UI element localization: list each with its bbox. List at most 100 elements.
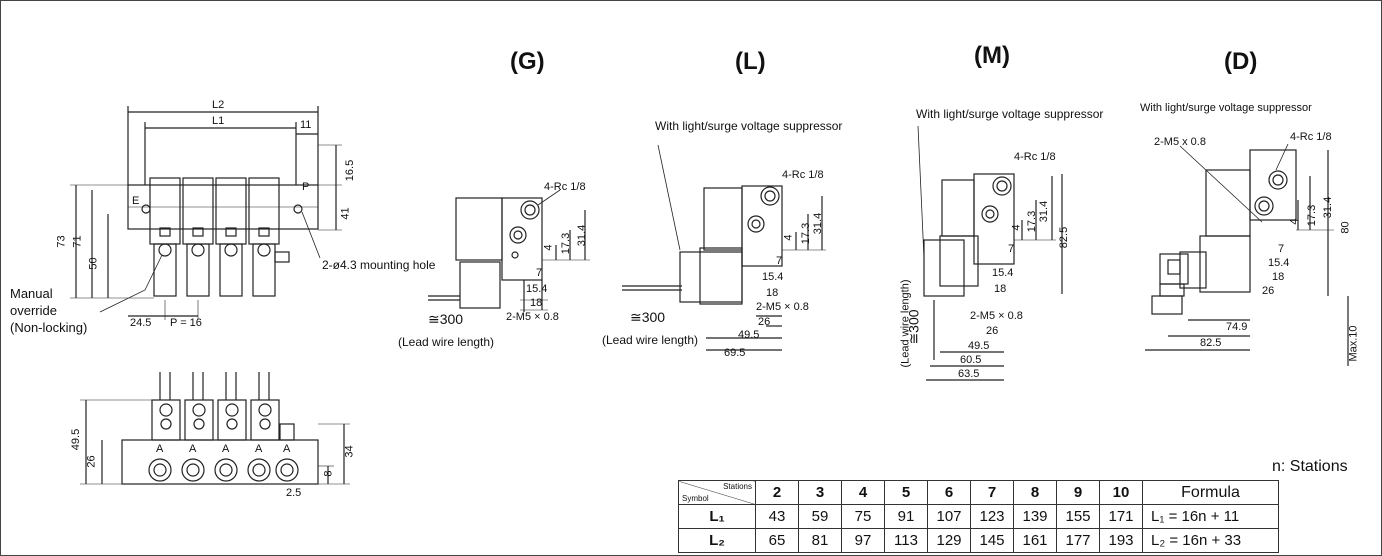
table-cell: 155 bbox=[1056, 504, 1100, 529]
g-view-drawing bbox=[428, 189, 590, 312]
dim-34: 34 bbox=[343, 445, 356, 458]
port-E-label: E bbox=[132, 195, 140, 207]
table-cell: 107 bbox=[927, 504, 971, 529]
corner-symbol-label: Symbol bbox=[682, 494, 709, 503]
g-dim-31-4: 31.4 bbox=[576, 224, 589, 247]
table-cell: 129 bbox=[927, 528, 971, 553]
l-dim-26: 26 bbox=[758, 316, 771, 328]
l-dim-7: 7 bbox=[776, 255, 783, 267]
m-dim-18: 18 bbox=[994, 283, 1007, 295]
dim-2-5: 2.5 bbox=[286, 487, 302, 499]
l-m5-thread: 2-M5 × 0.8 bbox=[756, 301, 809, 313]
mounting-hole-note: 2-ø4.3 mounting hole bbox=[322, 258, 436, 272]
l-dim-15-4: 15.4 bbox=[762, 271, 784, 283]
l-dim-17-3: 17.3 bbox=[800, 222, 813, 245]
manifold-bottom-view bbox=[80, 372, 350, 485]
dim-49-5: 49.5 bbox=[70, 428, 83, 451]
station-header: 8 bbox=[1013, 480, 1057, 505]
port-P-label: P bbox=[302, 181, 310, 193]
d-dim-74-9: 74.9 bbox=[1226, 321, 1248, 333]
table-row: L₂ 65 81 97 113 129 145 161 177 193 L₂ =… bbox=[678, 528, 1279, 553]
g-dim-4: 4 bbox=[542, 244, 555, 251]
station-header: 4 bbox=[841, 480, 885, 505]
l-view-drawing bbox=[622, 144, 826, 351]
port-A-label-3: A bbox=[222, 443, 230, 455]
port-A-label-2: A bbox=[189, 443, 197, 455]
g-dim-17-3: 17.3 bbox=[560, 232, 573, 255]
station-header: 3 bbox=[798, 480, 842, 505]
m-dim-26: 26 bbox=[986, 325, 999, 337]
d-dim-18: 18 bbox=[1272, 271, 1285, 283]
d-dim-82-5: 82.5 bbox=[1200, 337, 1222, 349]
port-A-label-5: A bbox=[283, 443, 291, 455]
station-header: 2 bbox=[755, 480, 799, 505]
table-cell: 193 bbox=[1099, 528, 1143, 553]
m-m5-thread: 2-M5 × 0.8 bbox=[970, 310, 1023, 322]
dim-26: 26 bbox=[85, 455, 98, 468]
d-dim-15-4: 15.4 bbox=[1268, 257, 1290, 269]
m-dim-7: 7 bbox=[1008, 243, 1015, 255]
l-dim-18: 18 bbox=[766, 287, 779, 299]
l-dim-4: 4 bbox=[782, 234, 795, 241]
table-cell: 171 bbox=[1099, 504, 1143, 529]
l-rc-port: 4-Rc 1/8 bbox=[782, 169, 824, 181]
d-rc-port: 4-Rc 1/8 bbox=[1290, 131, 1332, 143]
d-light-surge-note: With light/surge voltage suppressor bbox=[1140, 102, 1312, 114]
table-cell: 177 bbox=[1056, 528, 1100, 553]
manual-override-line3: (Non-locking) bbox=[10, 320, 88, 335]
m-view-drawing bbox=[917, 125, 1063, 381]
row-symbol: L₂ bbox=[678, 528, 756, 553]
formula-cell: L₂ = 16n + 33 bbox=[1142, 528, 1279, 553]
manifold-front-view bbox=[70, 106, 342, 320]
m-dim-63-5: 63.5 bbox=[958, 368, 980, 380]
d-dim-7: 7 bbox=[1278, 243, 1285, 255]
port-A-label-4: A bbox=[255, 443, 263, 455]
station-header: 6 bbox=[927, 480, 971, 505]
m-lead-wire-note: (Lead wire length) bbox=[899, 279, 912, 368]
dim-11: 11 bbox=[300, 119, 312, 131]
table-row: L₁ 43 59 75 91 107 123 139 155 171 L₁ = … bbox=[678, 504, 1279, 529]
m-dim-49-5: 49.5 bbox=[968, 340, 990, 352]
station-header: 10 bbox=[1099, 480, 1143, 505]
d-dim-17-3: 17.3 bbox=[1306, 204, 1319, 227]
d-dim-31-4: 31.4 bbox=[1322, 196, 1335, 219]
table-cell: 81 bbox=[798, 528, 842, 553]
dim-pitch: P = 16 bbox=[170, 317, 202, 329]
table-cell: 97 bbox=[841, 528, 885, 553]
table-corner-cell: Stations Symbol bbox=[678, 480, 756, 505]
dim-L1: L1 bbox=[212, 115, 225, 127]
d-dim-80: 80 bbox=[1339, 221, 1352, 234]
station-header: 7 bbox=[970, 480, 1014, 505]
g-dim-18: 18 bbox=[530, 297, 543, 309]
l-lead-length: ≅300 bbox=[630, 309, 666, 325]
d-dim-26: 26 bbox=[1262, 285, 1275, 297]
formula-header: Formula bbox=[1142, 480, 1279, 505]
m-dim-15-4: 15.4 bbox=[992, 267, 1014, 279]
m-dim-60-5: 60.5 bbox=[960, 354, 982, 366]
l-dim-69-5: 69.5 bbox=[724, 347, 746, 359]
m-rc-port: 4-Rc 1/8 bbox=[1014, 151, 1056, 163]
l-dim-31-4: 31.4 bbox=[812, 212, 825, 235]
g-dim-7: 7 bbox=[536, 267, 543, 279]
table-cell: 91 bbox=[884, 504, 928, 529]
table-cell: 75 bbox=[841, 504, 885, 529]
dim-L2: L2 bbox=[212, 99, 225, 111]
port-A-label-1: A bbox=[156, 443, 164, 455]
d-dim-max10: Max.10 bbox=[1347, 325, 1360, 362]
table-cell: 65 bbox=[755, 528, 799, 553]
view-title-d: (D) bbox=[1224, 48, 1258, 75]
dim-41: 41 bbox=[339, 207, 352, 220]
table-cell: 59 bbox=[798, 504, 842, 529]
dim-50: 50 bbox=[87, 257, 100, 270]
view-title-g: (G) bbox=[510, 48, 545, 75]
stations-note: n: Stations bbox=[1272, 458, 1348, 475]
g-dim-15-4: 15.4 bbox=[526, 283, 548, 295]
table-cell: 161 bbox=[1013, 528, 1057, 553]
table-cell: 113 bbox=[884, 528, 928, 553]
dim-73: 73 bbox=[55, 235, 68, 248]
m-dim-82-5: 82.5 bbox=[1058, 226, 1071, 249]
d-dim-4: 4 bbox=[1288, 218, 1301, 225]
corner-stations-label: Stations bbox=[723, 482, 752, 491]
stations-table-wrap: Stations Symbol 2 3 4 5 6 7 8 9 10 Formu… bbox=[678, 480, 1279, 553]
